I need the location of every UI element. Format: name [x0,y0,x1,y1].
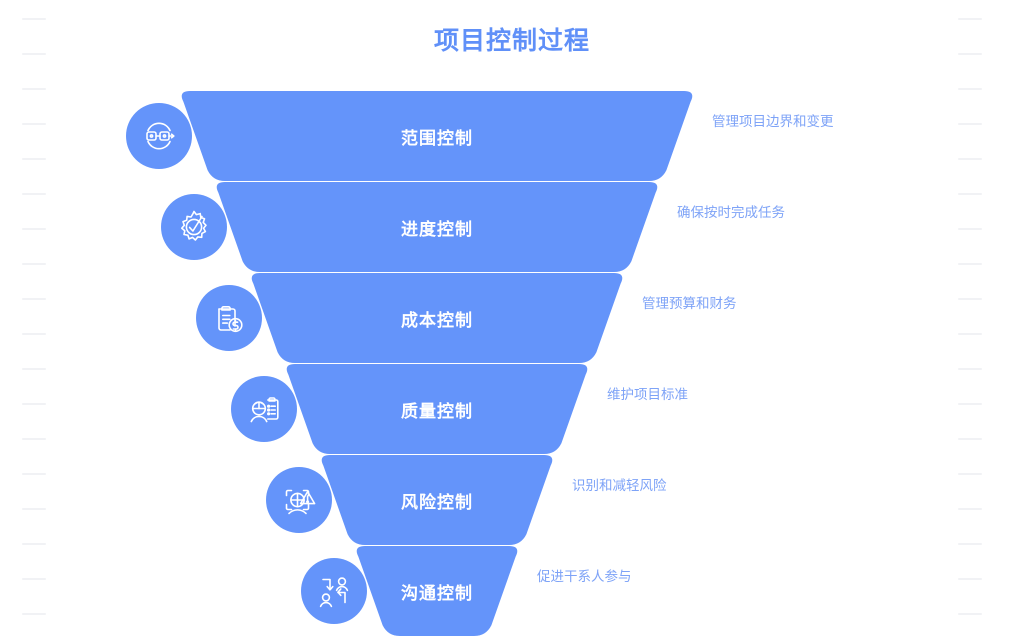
funnel-band[interactable] [353,546,521,636]
rail-tick [22,88,46,90]
funnel-stage-row[interactable]: 范围控制管理项目边界和变更 [0,91,1024,181]
funnel-stage-row[interactable]: 沟通控制促进干系人参与 [0,546,1024,636]
gear-check-icon [161,194,227,260]
rail-tick [958,18,982,20]
rail-tick [22,18,46,20]
funnel-stage-row[interactable]: 风险控制识别和减轻风险 [0,455,1024,545]
rail-tick [958,88,982,90]
funnel-stage-description: 确保按时完成任务 [677,205,785,220]
funnel-band[interactable] [283,364,591,454]
funnel-stage-row[interactable]: 质量控制维护项目标准 [0,364,1024,454]
inspector-clipboard-icon [231,376,297,442]
funnel-stage-description: 识别和减轻风险 [572,478,667,493]
clipboard-dollar-icon [196,285,262,351]
people-exchange-icon [301,558,367,624]
funnel-stage-description: 管理项目边界和变更 [712,114,834,129]
funnel-stage-description: 促进干系人参与 [537,569,632,584]
funnel-band[interactable] [178,91,696,181]
process-flow-icon [126,103,192,169]
risk-warning-scan-icon [266,467,332,533]
funnel-stage-row[interactable]: 进度控制确保按时完成任务 [0,182,1024,272]
funnel-stage-description: 管理预算和财务 [642,296,737,311]
funnel-band[interactable] [318,455,556,545]
funnel-stage-row[interactable]: 成本控制管理预算和财务 [0,273,1024,363]
funnel-stage-description: 维护项目标准 [607,387,688,402]
funnel-band[interactable] [248,273,626,363]
page-title: 项目控制过程 [433,27,590,55]
funnel-band[interactable] [213,182,661,272]
